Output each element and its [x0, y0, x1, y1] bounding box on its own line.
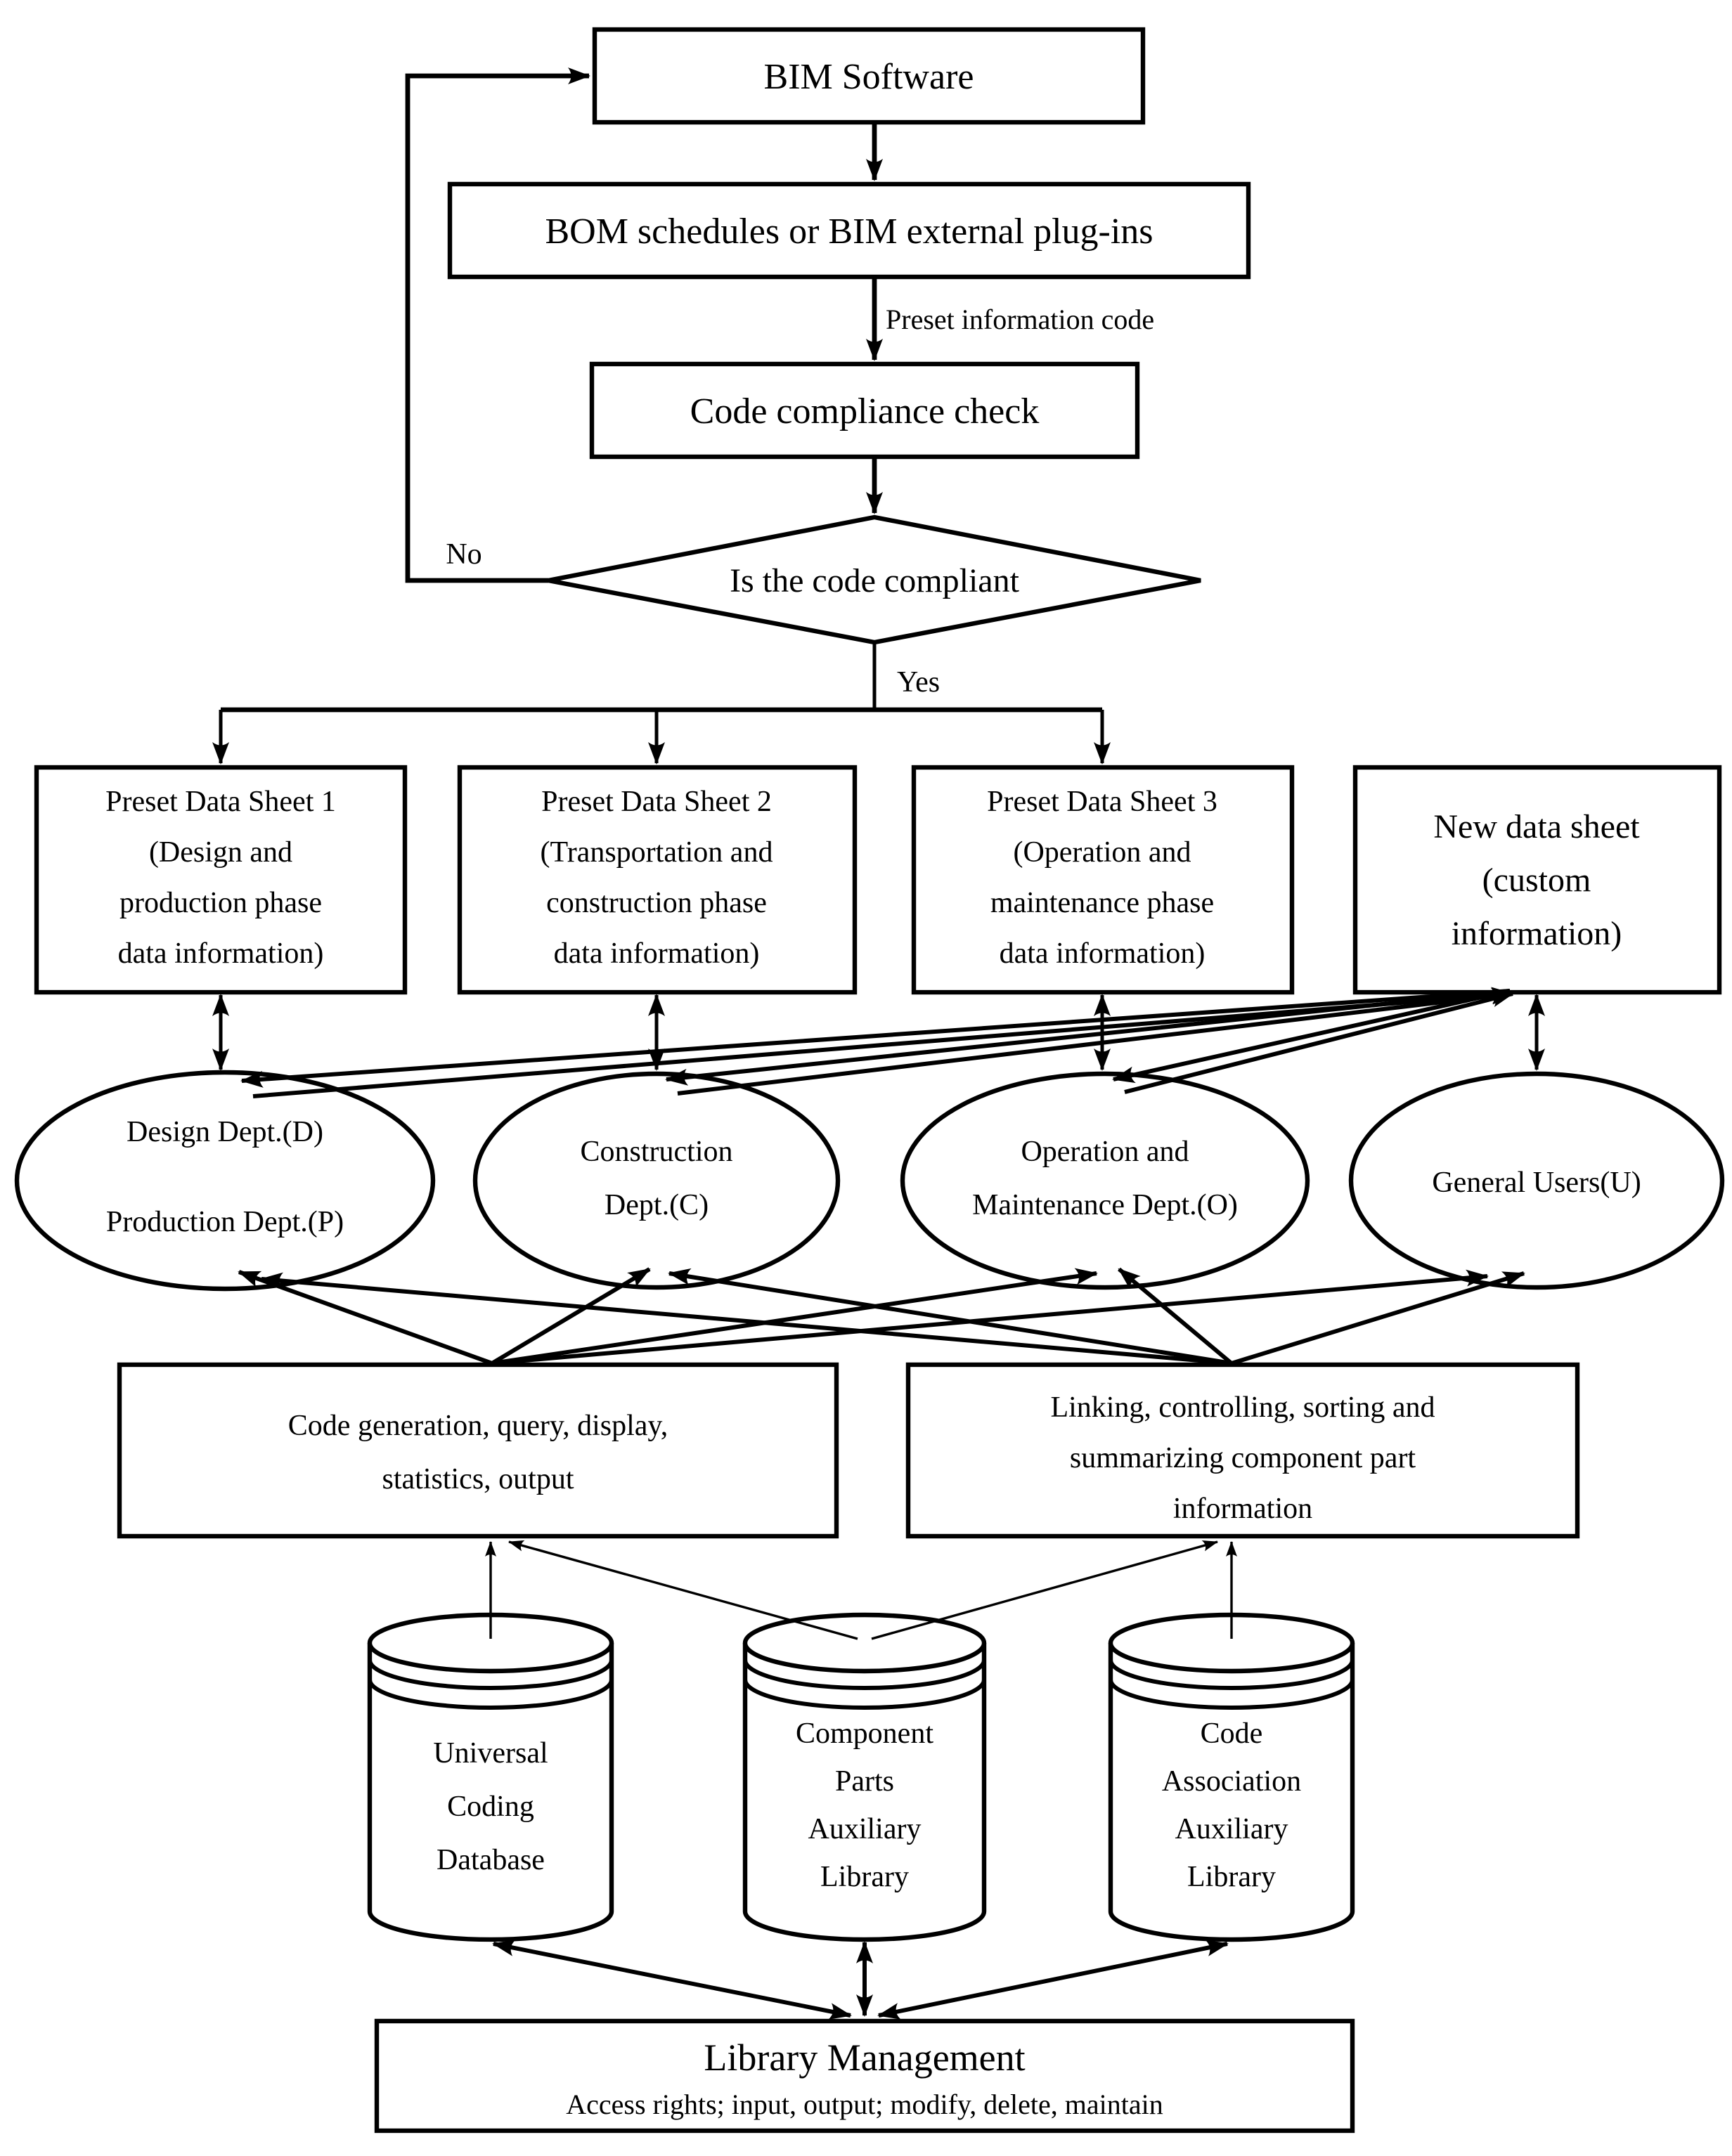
svg-text:Construction: Construction: [581, 1136, 733, 1168]
operation-maintenance-ellipse: [900, 1071, 1310, 1290]
component-parts-library-cylinder: [742, 1612, 987, 1942]
code-association-library-cylinder: [1108, 1612, 1355, 1942]
code-compliance-label: Code compliance check: [690, 391, 1040, 431]
linking-to-construction-arrow: [668, 1268, 1232, 1365]
yes-label: Yes: [897, 666, 940, 699]
no-loop-connector: [405, 67, 590, 583]
decision-label: Is the code compliant: [730, 562, 1020, 599]
svg-text:data information): data information): [554, 937, 760, 970]
general-users-ellipse: [1348, 1071, 1725, 1290]
svg-text:Production Dept.(P): Production Dept.(P): [106, 1206, 344, 1238]
svg-text:Universal: Universal: [433, 1737, 548, 1769]
bim-software-label: BIM Software: [764, 57, 974, 97]
preset-sheet-3-label: Preset Data Sheet 3 (Operation and maint…: [987, 786, 1217, 970]
new-data-sheet-label: New data sheet (custom information): [1433, 808, 1640, 952]
linking-label: Linking, controlling, sorting and summar…: [1050, 1391, 1435, 1525]
component-to-codegen-arrow: [508, 1540, 858, 1640]
svg-text:Design Dept.(D): Design Dept.(D): [127, 1116, 323, 1148]
svg-text:information): information): [1452, 915, 1622, 952]
bim-software-box: [592, 27, 1146, 125]
preset-sheet-1-box: [34, 765, 408, 995]
svg-text:Auxiliary: Auxiliary: [1175, 1813, 1288, 1845]
svg-text:Operation and: Operation and: [1021, 1136, 1189, 1168]
svg-text:Library: Library: [820, 1861, 909, 1893]
svg-text:construction phase: construction phase: [546, 887, 767, 919]
newsheet-design-link-a: [240, 989, 1511, 1088]
svg-text:Library: Library: [1187, 1861, 1276, 1893]
library-management-title: Library Management: [704, 2037, 1025, 2079]
bom-schedules-label: BOM schedules or BIM external plug-ins: [545, 212, 1153, 252]
design-production-label: Design Dept.(D) Production Dept.(P): [106, 1116, 344, 1238]
svg-text:Association: Association: [1162, 1765, 1301, 1798]
svg-text:production phase: production phase: [119, 887, 322, 919]
svg-text:Auxiliary: Auxiliary: [808, 1813, 922, 1845]
preset-information-code-label: Preset information code: [886, 304, 1154, 335]
library-association-double-arrow: [877, 1940, 1229, 2020]
svg-text:New data sheet: New data sheet: [1433, 808, 1640, 845]
construction-ellipse: [472, 1071, 841, 1290]
preset-sheet-1-label: Preset Data Sheet 1 (Design and producti…: [105, 786, 336, 970]
library-universal-double-arrow: [492, 1940, 852, 2020]
code-generation-label: Code generation, query, display, statist…: [288, 1410, 668, 1495]
svg-text:Database: Database: [437, 1844, 545, 1876]
linking-to-users-arrow: [1231, 1271, 1525, 1365]
svg-text:Maintenance Dept.(O): Maintenance Dept.(O): [972, 1189, 1238, 1221]
newsheet-construction-link-a: [665, 989, 1511, 1086]
svg-text:Component: Component: [796, 1717, 933, 1750]
svg-text:data information): data information): [1000, 937, 1206, 970]
svg-text:(custom: (custom: [1482, 862, 1591, 899]
preset-sheet-3-box: [911, 765, 1295, 995]
codegen-to-operation-arrow: [491, 1268, 1098, 1365]
svg-text:Coding: Coding: [447, 1791, 534, 1823]
preset-sheet-2-box: [457, 765, 858, 995]
svg-text:Dept.(C): Dept.(C): [605, 1189, 709, 1221]
svg-text:summarizing component part: summarizing component part: [1070, 1442, 1416, 1474]
newsheet-operation-link-b: [1124, 990, 1514, 1094]
bom-schedules-box: [447, 181, 1251, 280]
general-users-label: General Users(U): [1432, 1167, 1641, 1199]
codegen-to-construction-arrow: [491, 1267, 651, 1365]
library-management-subtitle: Access rights; input, output; modify, de…: [566, 2089, 1163, 2120]
svg-text:Preset Data Sheet 2: Preset Data Sheet 2: [541, 786, 772, 818]
component-parts-library-label: Component Parts Auxiliary Library: [796, 1717, 933, 1893]
preset-sheet-2-label: Preset Data Sheet 2 (Transportation and …: [541, 786, 773, 970]
code-association-library-label: Code Association Auxiliary Library: [1162, 1717, 1301, 1893]
universal-coding-database-cylinder: [367, 1612, 614, 1942]
svg-text:Preset Data Sheet 3: Preset Data Sheet 3: [987, 786, 1217, 818]
svg-text:maintenance phase: maintenance phase: [990, 887, 1214, 919]
code-generation-box: [117, 1362, 839, 1539]
no-label: No: [446, 538, 482, 571]
svg-text:(Operation and: (Operation and: [1013, 836, 1191, 869]
svg-text:Linking, controlling, sorting: Linking, controlling, sorting and: [1050, 1391, 1435, 1424]
svg-text:Code generation, query, displa: Code generation, query, display,: [288, 1410, 668, 1442]
newsheet-operation-link-a: [1112, 989, 1511, 1084]
code-compliance-box: [589, 361, 1140, 460]
linking-box: [905, 1362, 1580, 1539]
svg-text:statistics, output: statistics, output: [382, 1463, 574, 1495]
svg-text:Parts: Parts: [835, 1765, 894, 1798]
linking-to-operation-arrow: [1118, 1267, 1233, 1365]
linking-to-design-arrow: [260, 1272, 1232, 1365]
svg-text:(Transportation and: (Transportation and: [541, 836, 773, 869]
svg-text:information: information: [1173, 1493, 1312, 1525]
svg-text:data information): data information): [118, 937, 324, 970]
design-production-ellipse: [14, 1070, 436, 1292]
library-management-box: [374, 2018, 1355, 2134]
svg-text:Preset Data Sheet 1: Preset Data Sheet 1: [105, 786, 336, 818]
codegen-to-design-arrow: [238, 1270, 493, 1365]
operation-maintenance-label: Operation and Maintenance Dept.(O): [972, 1136, 1238, 1221]
svg-text:(Design and: (Design and: [149, 836, 292, 869]
component-to-linking-arrow: [871, 1540, 1218, 1640]
svg-text:Code: Code: [1201, 1717, 1263, 1750]
newsheet-construction-link-b: [677, 987, 1514, 1096]
construction-label: Construction Dept.(C): [581, 1136, 733, 1221]
universal-coding-database-label: Universal Coding Database: [433, 1737, 548, 1876]
new-data-sheet-box: [1352, 765, 1722, 995]
codegen-to-users-arrow: [491, 1269, 1489, 1365]
